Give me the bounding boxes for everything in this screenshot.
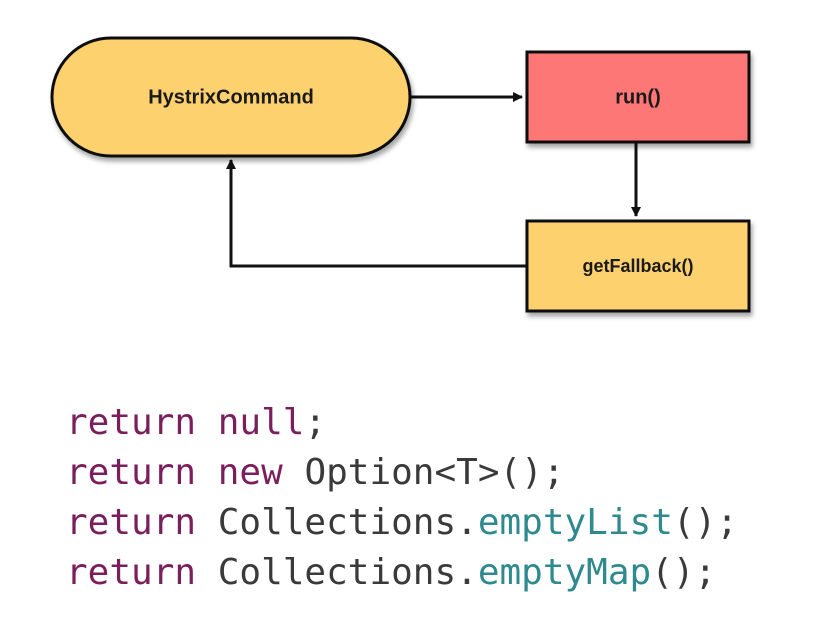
- node-run-shape: [525, 50, 751, 144]
- code-token-keyword: null: [217, 402, 305, 443]
- code-token-keyword: return: [66, 452, 197, 493]
- node-get-fallback-label: getFallback(): [582, 256, 693, 276]
- code-token-plain: [196, 452, 218, 493]
- node-get-fallback: getFallback(): [525, 219, 751, 313]
- code-token-plain: ();: [651, 552, 717, 593]
- code-token-plain: [196, 402, 218, 443]
- node-hystrix-command: HystrixCommand: [50, 36, 412, 158]
- node-run: run(): [525, 50, 751, 144]
- code-token-plain: ;: [304, 402, 327, 443]
- code-token-plain: Collections.: [196, 552, 478, 593]
- edge-fallback-to-command: [226, 159, 527, 268]
- code-token-plain: ();: [672, 502, 738, 543]
- node-get-fallback-shape: [525, 219, 751, 313]
- code-token-keyword: return: [66, 502, 197, 543]
- code-token-keyword: new: [217, 452, 283, 493]
- code-token-method: emptyList: [477, 502, 673, 543]
- code-line: return Collections.emptyMap();: [66, 548, 738, 598]
- code-token-plain: Collections.: [196, 502, 478, 543]
- code-line: return null;: [66, 398, 738, 448]
- code-line: return new Option<T>();: [66, 448, 738, 498]
- code-token-plain: Option<T>();: [282, 452, 565, 493]
- node-run-label: run(): [615, 86, 661, 108]
- node-hystrix-command-shape: [50, 36, 412, 158]
- code-line: return Collections.emptyList();: [66, 498, 738, 548]
- code-snippet: return null;return new Option<T>();retur…: [66, 398, 738, 598]
- node-hystrix-command-label: HystrixCommand: [148, 86, 314, 108]
- code-token-keyword: return: [66, 402, 197, 443]
- flow-diagram: HystrixCommand run() getFallback(): [50, 36, 751, 313]
- code-token-keyword: return: [66, 552, 197, 593]
- code-token-method: emptyMap: [477, 552, 652, 593]
